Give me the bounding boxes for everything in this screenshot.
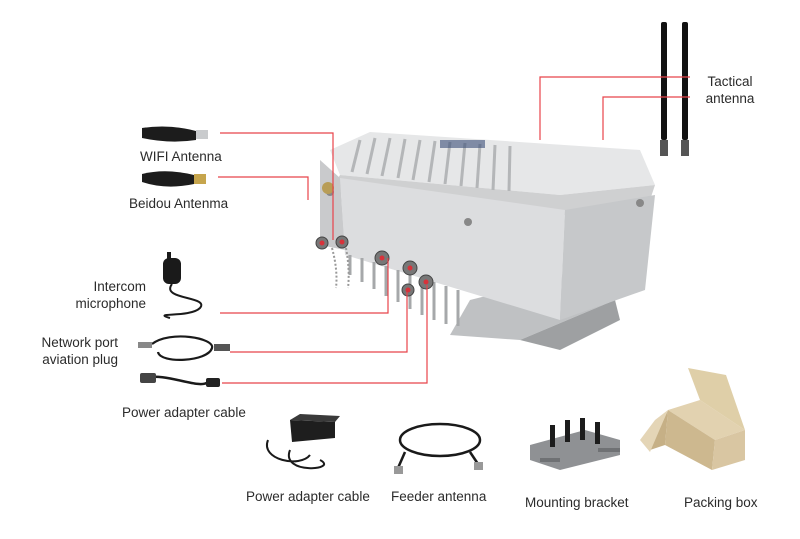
mounting-bracket-icon: [530, 418, 620, 470]
network-cable-icon: [138, 335, 230, 361]
wifi-antenna-label: WIFI Antenna: [140, 149, 222, 164]
network-port-label: Network port aviation plug: [41, 335, 118, 367]
wifi-antenna-icon: [142, 126, 208, 142]
packing-box-label: Packing box: [684, 495, 758, 510]
intercom-microphone-icon: [163, 252, 203, 319]
beidou-antenna-icon: [142, 171, 206, 187]
power-cable-icon: [140, 373, 220, 387]
feeder-antenna-icon: [394, 422, 483, 474]
intercom-microphone-label: Intercom microphone: [75, 279, 146, 311]
mounting-bracket-label: Mounting bracket: [525, 495, 629, 510]
power-adapter-icon: [266, 414, 340, 470]
enclosure-device-icon: [315, 132, 655, 350]
power-adapter-cable-bottom-label: Power adapter cable: [246, 489, 370, 504]
beidou-antenna-label: Beidou Antenma: [129, 196, 229, 211]
packing-box-icon: [640, 368, 745, 470]
tactical-antenna-label: Tactical antenna: [705, 74, 755, 106]
power-adapter-cable-left-label: Power adapter cable: [122, 405, 246, 420]
leader-lines: [218, 76, 690, 384]
feeder-antenna-label: Feeder antenna: [391, 489, 487, 504]
tactical-antenna-icon: [660, 22, 689, 156]
